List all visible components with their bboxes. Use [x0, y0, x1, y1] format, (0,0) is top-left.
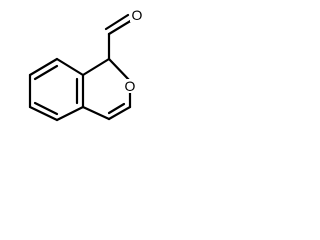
bond-c5-c6-inner — [33, 101, 59, 116]
bond-c7-c8 — [28, 57, 59, 77]
bond-c8-c8a — [55, 57, 85, 77]
bond-c4-c4a — [81, 105, 111, 121]
bond-c7-c8-inner — [33, 64, 59, 81]
isochromene-carbaldehyde-structure: O O — [28, 7, 144, 122]
bond-c1-o2 — [107, 57, 132, 83]
bond-c1-c8a — [81, 57, 111, 77]
carbonyl-oxygen-background — [130, 8, 144, 22]
carbonyl-oxygen-label: O — [132, 7, 143, 23]
ring-oxygen-background — [123, 79, 137, 93]
ring-oxygen-label: O — [125, 78, 136, 94]
bond-cho-o-double-1 — [107, 18, 134, 36]
bond-c3-c4 — [107, 105, 132, 121]
bond-c3-c4-double — [107, 102, 126, 115]
bond-cho-o-double-2 — [104, 13, 130, 31]
bond-c4a-c5 — [55, 105, 85, 122]
structure-canvas: O O — [0, 0, 152, 152]
bond-c5-c6 — [28, 105, 59, 122]
